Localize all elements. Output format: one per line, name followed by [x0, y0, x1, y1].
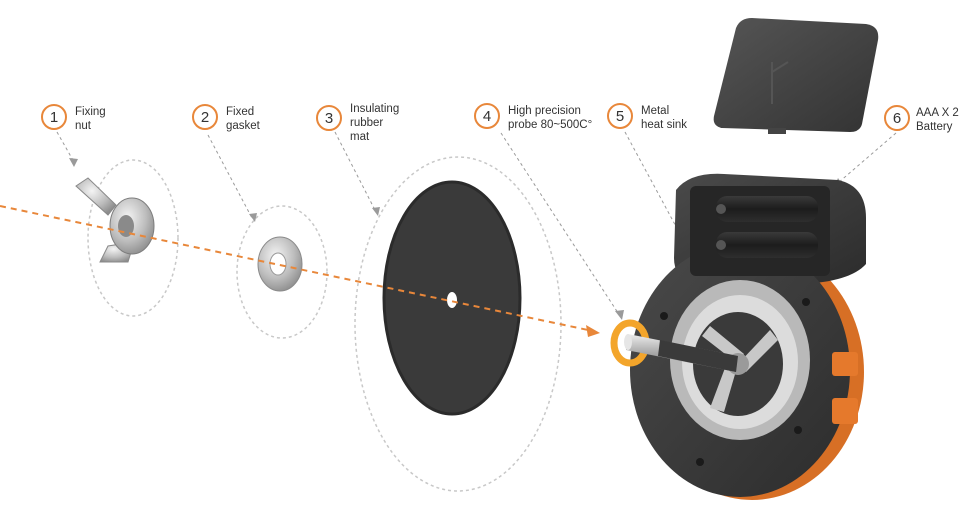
number-badge: 3 [316, 105, 342, 131]
nut-outline-circle [87, 159, 179, 317]
callout-label: Metal heat sink [641, 105, 688, 131]
temperature-probe [610, 319, 738, 372]
device-body [630, 173, 866, 500]
callout-heat-sink: 5 Metal heat sink [607, 103, 687, 132]
number-badge: 6 [884, 105, 910, 131]
callout-fixed-gasket: 2 Fixed gasket [192, 104, 260, 133]
leader-lines [56, 131, 897, 317]
callout-label: Fixing nut [75, 106, 106, 132]
rubber-mat [382, 180, 522, 416]
callout-probe: 4 High precision probe 80~500C° [474, 103, 592, 132]
callout-fixing-nut: 1 Fixing nut [41, 104, 106, 133]
callout-label: High precision probe 80~500C° [508, 105, 593, 131]
gasket-outline-circle [236, 205, 328, 339]
assembly-axis [0, 205, 589, 331]
callout-label: Fixed gasket [226, 106, 260, 132]
axis-arrowhead [586, 325, 600, 337]
number-badge: 1 [41, 104, 67, 130]
number-badge: 5 [607, 103, 633, 129]
callout-label: Insulating rubber mat [350, 103, 400, 143]
number-badge: 4 [474, 103, 500, 129]
callout-label: AAA X 2 Battery [916, 107, 959, 133]
battery-cover [713, 18, 879, 134]
washer-gasket [257, 236, 303, 292]
callout-insulating-mat: 3 Insulating rubber mat [316, 101, 399, 144]
number-badge: 2 [192, 104, 218, 130]
callout-battery: 6 AAA X 2 Battery [884, 105, 959, 134]
wing-nut [75, 177, 155, 263]
